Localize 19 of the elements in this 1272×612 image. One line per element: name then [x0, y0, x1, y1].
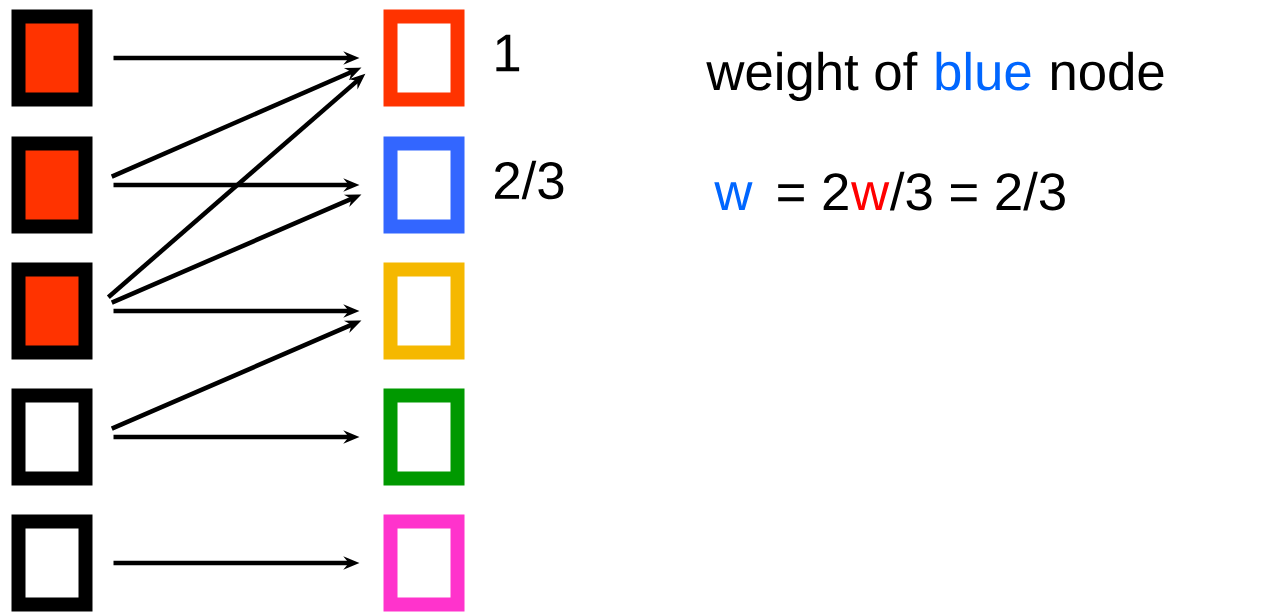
- source-box: [11, 136, 93, 234]
- source-box: [11, 514, 93, 612]
- source-box: [11, 262, 93, 360]
- weight-label: node: [1051, 51, 1164, 91]
- target-box: [383, 262, 465, 360]
- source-box: [11, 9, 93, 107]
- weight-label: weight of: [706, 51, 918, 101]
- formula-text: /3 = 2/3: [889, 171, 1065, 211]
- source-box: [11, 388, 93, 486]
- target-box: [383, 388, 465, 486]
- target-box: [383, 136, 465, 234]
- weight-label: blue: [936, 51, 1031, 91]
- target-box: [383, 514, 465, 612]
- formula-text: w: [714, 182, 753, 210]
- formula-text: = 2: [778, 173, 848, 210]
- target-box: [383, 9, 465, 107]
- formula-text: w: [851, 182, 890, 210]
- node-weight: 1: [496, 34, 520, 72]
- node-weight: 2/3: [495, 160, 564, 200]
